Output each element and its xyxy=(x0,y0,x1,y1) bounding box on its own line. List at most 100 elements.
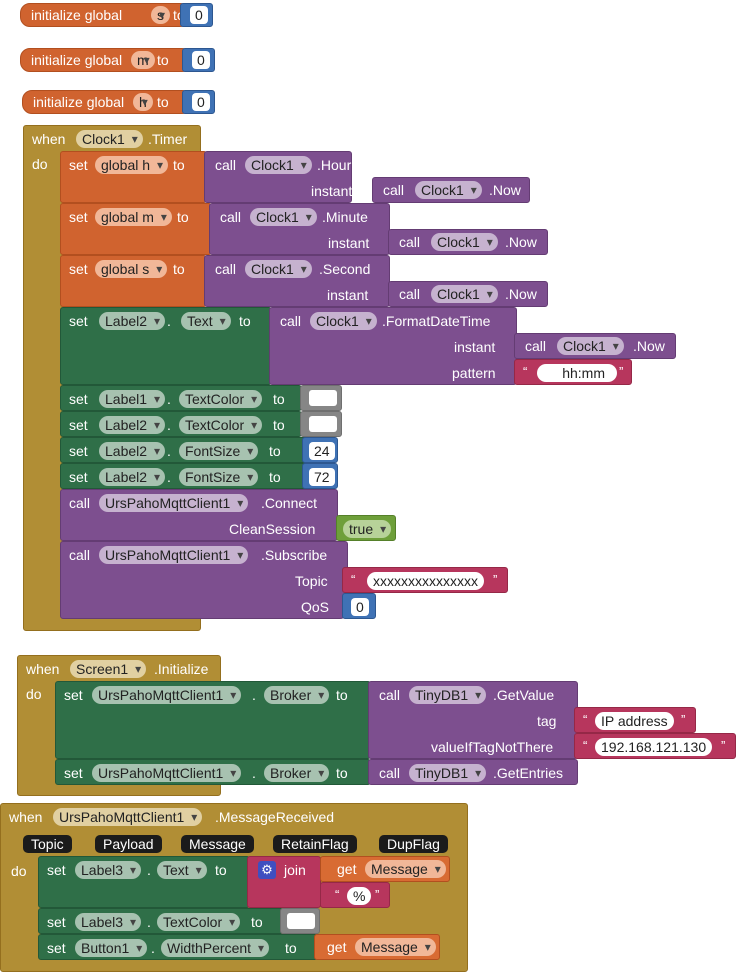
event-param-dupflag[interactable]: DupFlag xyxy=(379,835,448,853)
component-dropdown[interactable]: Label2 xyxy=(99,312,166,330)
event-component-dropdown[interactable]: Clock1 xyxy=(76,130,143,148)
component-dropdown[interactable]: TinyDB1 xyxy=(409,686,487,704)
color-block[interactable] xyxy=(300,411,342,437)
component-dropdown[interactable]: Clock1 xyxy=(431,233,498,251)
number-block[interactable]: 0 xyxy=(182,48,215,72)
tag-text[interactable]: IP address xyxy=(595,712,674,730)
component-dropdown[interactable]: Clock1 xyxy=(415,181,482,199)
component-dropdown[interactable]: Clock1 xyxy=(245,156,312,174)
property-dropdown[interactable]: FontSize xyxy=(179,468,259,486)
component-dropdown[interactable]: TinyDB1 xyxy=(409,764,487,782)
number-block[interactable]: 0 xyxy=(182,90,215,114)
clock-hour-call-block[interactable]: call Clock1 .Hour instant xyxy=(204,151,352,203)
component-dropdown[interactable]: Label3 xyxy=(75,913,142,931)
component-dropdown[interactable]: Button1 xyxy=(75,939,148,957)
init-global-s-block[interactable]: initialize global s to xyxy=(20,3,190,27)
percent-string-block[interactable]: “ % ” xyxy=(320,882,390,908)
color-block[interactable] xyxy=(280,908,320,934)
clock-formatdatetime-call-block[interactable]: call Clock1 .FormatDateTime instant patt… xyxy=(269,307,517,385)
number-value[interactable]: 24 xyxy=(309,442,335,460)
set-label2-text-block[interactable]: set Label2 . Text to xyxy=(60,307,272,385)
component-dropdown[interactable]: Clock1 xyxy=(431,285,498,303)
set-label2-fontsize-block[interactable]: set Label2 . FontSize to xyxy=(60,463,308,489)
clock-now-call-block[interactable]: call Clock1 .Now xyxy=(388,229,548,255)
component-dropdown[interactable]: Label2 xyxy=(99,468,166,486)
component-dropdown[interactable]: Clock1 xyxy=(557,337,624,355)
init-global-m-block[interactable]: initialize global m to xyxy=(20,48,192,72)
join-block[interactable]: ⚙ join xyxy=(247,856,321,908)
component-dropdown[interactable]: UrsPahoMqttClient1 xyxy=(92,764,242,782)
clock-now-call-block[interactable]: call Clock1 .Now xyxy=(372,177,530,203)
component-dropdown[interactable]: Label2 xyxy=(99,416,166,434)
property-dropdown[interactable]: WidthPercent xyxy=(161,939,270,957)
var-dropdown[interactable]: Message xyxy=(365,860,446,878)
set-global-h-block[interactable]: set global h to xyxy=(60,151,207,203)
percent-text[interactable]: % xyxy=(347,887,372,905)
get-message-block[interactable]: get Message xyxy=(320,856,450,882)
init-global-h-block[interactable]: initialize global h to xyxy=(22,90,192,114)
set-label3-text-block[interactable]: set Label3 . Text to xyxy=(38,856,250,908)
number-value[interactable]: 72 xyxy=(309,468,335,486)
pattern-string-block[interactable]: “ hh:mm ” xyxy=(514,359,632,385)
set-global-m-block[interactable]: set global m to xyxy=(60,203,212,255)
number-block[interactable]: 72 xyxy=(302,463,338,489)
default-string-block[interactable]: “ 192.168.121.130 ” xyxy=(574,733,736,759)
property-dropdown[interactable]: Text xyxy=(157,861,207,879)
set-global-s-block[interactable]: set global s to xyxy=(60,255,207,307)
component-dropdown[interactable]: UrsPahoMqttClient1 xyxy=(99,494,249,512)
number-block[interactable]: 24 xyxy=(302,437,338,463)
var-dropdown[interactable]: global m xyxy=(95,208,172,226)
component-dropdown[interactable]: Label3 xyxy=(75,861,142,879)
component-dropdown[interactable]: UrsPahoMqttClient1 xyxy=(99,546,249,564)
mqtt-subscribe-call-block[interactable]: call UrsPahoMqttClient1 .Subscribe Topic… xyxy=(60,541,348,619)
gear-icon[interactable]: ⚙ xyxy=(258,861,276,879)
event-param-topic[interactable]: Topic xyxy=(23,835,72,853)
component-dropdown[interactable]: Label1 xyxy=(99,390,166,408)
topic-string-block[interactable]: “ xxxxxxxxxxxxxxx ” xyxy=(342,567,508,593)
clock-minute-call-block[interactable]: call Clock1 .Minute instant xyxy=(209,203,390,255)
var-dropdown[interactable]: Message xyxy=(355,938,436,956)
var-dropdown[interactable]: global s xyxy=(95,260,168,278)
event-component-dropdown[interactable]: UrsPahoMqttClient1 xyxy=(53,808,203,826)
set-label1-textcolor-block[interactable]: set Label1 . TextColor to xyxy=(60,385,302,411)
global-var-name[interactable]: m xyxy=(131,51,155,69)
number-value[interactable]: 0 xyxy=(351,598,369,616)
global-var-name[interactable]: h xyxy=(133,93,153,111)
number-value[interactable]: 0 xyxy=(192,51,210,69)
set-label2-fontsize-block[interactable]: set Label2 . FontSize to xyxy=(60,437,308,463)
global-var-name[interactable]: s xyxy=(151,6,170,24)
clock-now-call-block[interactable]: call Clock1 .Now xyxy=(514,333,676,359)
set-label2-textcolor-block[interactable]: set Label2 . TextColor to xyxy=(60,411,302,437)
color-swatch[interactable] xyxy=(309,416,337,432)
default-ip-text[interactable]: 192.168.121.130 xyxy=(595,738,713,756)
topic-text[interactable]: xxxxxxxxxxxxxxx xyxy=(367,572,484,590)
var-dropdown[interactable]: global h xyxy=(95,156,169,174)
clock-now-call-block[interactable]: call Clock1 .Now xyxy=(388,281,548,307)
property-dropdown[interactable]: TextColor xyxy=(157,913,241,931)
property-dropdown[interactable]: TextColor xyxy=(179,390,263,408)
set-broker-getentries-block[interactable]: set UrsPahoMqttClient1 . Broker to xyxy=(55,759,371,785)
set-button1-widthpercent-block[interactable]: set Button1 . WidthPercent to xyxy=(38,934,318,960)
clock-second-call-block[interactable]: call Clock1 .Second instant xyxy=(204,255,390,307)
component-dropdown[interactable]: Clock1 xyxy=(310,312,377,330)
component-dropdown[interactable]: UrsPahoMqttClient1 xyxy=(92,686,242,704)
set-broker-getvalue-block[interactable]: set UrsPahoMqttClient1 . Broker to xyxy=(55,681,371,759)
color-block[interactable] xyxy=(300,385,342,411)
property-dropdown[interactable]: Broker xyxy=(264,764,330,782)
component-dropdown[interactable]: Clock1 xyxy=(245,260,312,278)
tinydb-getentries-call-block[interactable]: call TinyDB1 .GetEntries xyxy=(368,759,578,785)
color-swatch[interactable] xyxy=(309,390,337,406)
event-param-payload[interactable]: Payload xyxy=(95,835,162,853)
tag-string-block[interactable]: “ IP address ” xyxy=(574,707,696,733)
event-param-retainflag[interactable]: RetainFlag xyxy=(273,835,357,853)
number-block[interactable]: 0 xyxy=(342,593,376,619)
event-param-message[interactable]: Message xyxy=(181,835,254,853)
property-dropdown[interactable]: Broker xyxy=(264,686,330,704)
number-block[interactable]: 0 xyxy=(180,3,213,27)
component-dropdown[interactable]: Clock1 xyxy=(250,208,317,226)
pattern-text[interactable]: hh:mm xyxy=(537,364,617,382)
property-dropdown[interactable]: FontSize xyxy=(179,442,259,460)
property-dropdown[interactable]: TextColor xyxy=(179,416,263,434)
property-dropdown[interactable]: Text xyxy=(181,312,231,330)
number-value[interactable]: 0 xyxy=(190,6,208,24)
